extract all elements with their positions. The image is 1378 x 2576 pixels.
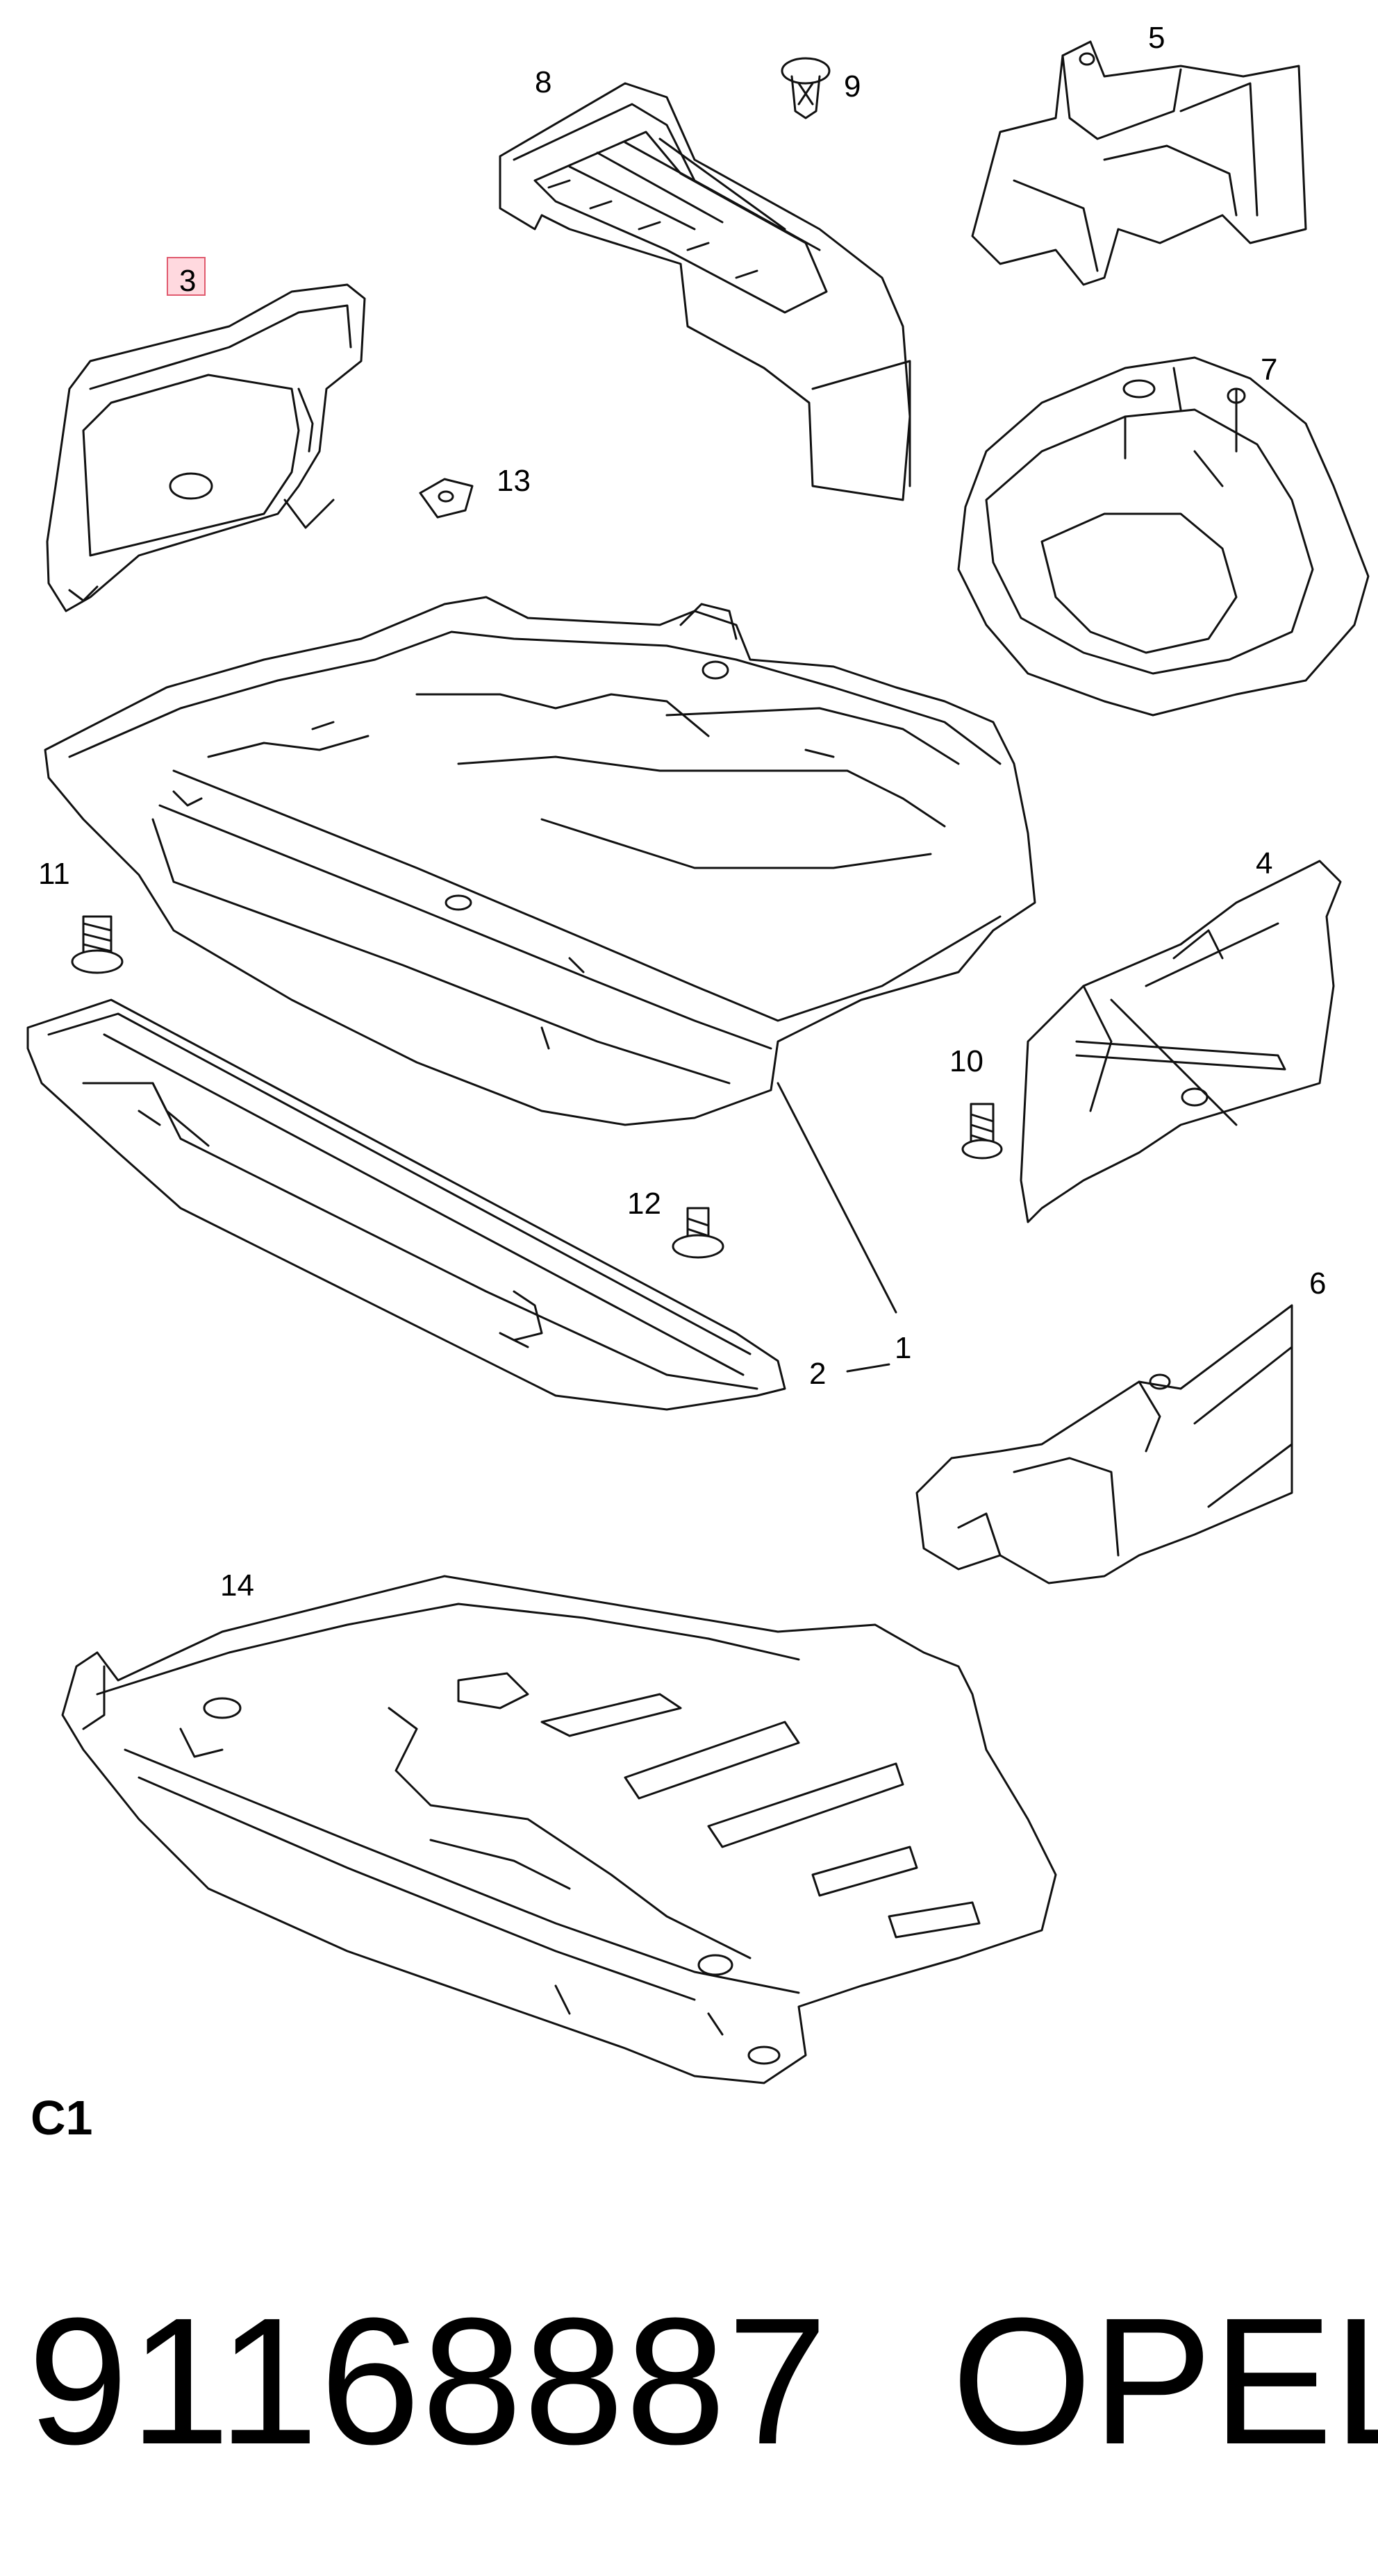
- callout-7[interactable]: 7: [1261, 353, 1278, 387]
- callout-3[interactable]: 3: [179, 264, 197, 298]
- part-14-underbody-shield: [61, 1575, 1057, 2084]
- callout-13[interactable]: 13: [497, 464, 531, 498]
- part-5-bracket: [971, 40, 1307, 286]
- callout-9[interactable]: 9: [844, 69, 861, 103]
- highlighted-callout-box: [167, 257, 206, 296]
- part-13-clip-nut: [419, 478, 474, 519]
- callout-11[interactable]: 11: [38, 857, 70, 891]
- part-9-clip: [781, 57, 831, 119]
- section-code: C1: [31, 2091, 93, 2145]
- callout-8[interactable]: 8: [535, 65, 552, 99]
- part-7-wheel-arch: [957, 356, 1370, 717]
- callout-10[interactable]: 10: [949, 1044, 983, 1078]
- part-11-bolt: [71, 915, 124, 974]
- brand-name: OPEL: [952, 2281, 1378, 2482]
- callout-14[interactable]: 14: [220, 1569, 254, 1603]
- callout-12[interactable]: 12: [627, 1187, 661, 1221]
- part-2-front-deflector: [26, 998, 786, 1411]
- part-1-underbody-shield: [44, 596, 1036, 1126]
- leader-lines: [777, 1082, 897, 1373]
- part-4-side-bracket: [1020, 860, 1342, 1223]
- part-6-bracket: [915, 1304, 1293, 1584]
- part-10-bolt: [961, 1103, 1003, 1160]
- callout-2[interactable]: 2: [809, 1357, 827, 1391]
- callout-1[interactable]: 1: [895, 1331, 912, 1365]
- callout-5[interactable]: 5: [1148, 21, 1165, 55]
- callout-4[interactable]: 4: [1256, 846, 1273, 880]
- callout-6[interactable]: 6: [1309, 1266, 1327, 1300]
- part-12-bolt: [672, 1207, 724, 1259]
- part-number: 91168887: [28, 2281, 829, 2482]
- part-3-side-deflector: [46, 283, 366, 612]
- part-8-air-duct: [499, 82, 911, 501]
